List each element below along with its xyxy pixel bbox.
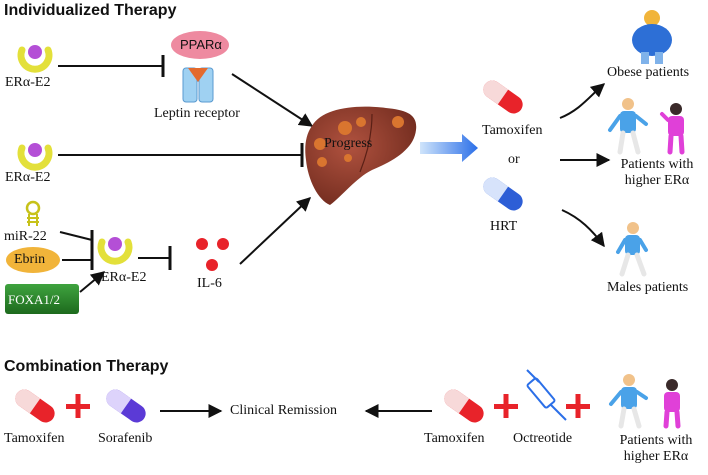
big-blue-arrow xyxy=(420,134,478,162)
era-e2-complex-icon-1 xyxy=(17,45,53,73)
patients-higher-era-icon-combo xyxy=(609,374,681,429)
label-or: or xyxy=(508,152,520,167)
label-patients-higher-era: Patients with higher ERα xyxy=(620,157,694,188)
mir22-icon xyxy=(25,200,41,226)
era-e2-complex-icon-3 xyxy=(97,237,133,265)
plus-icon-right-2 xyxy=(566,394,590,418)
patients-higher-era-icon xyxy=(608,98,685,155)
label-clinical-remission: Clinical Remission xyxy=(230,403,337,418)
heading-individualized-therapy: Individualized Therapy xyxy=(4,2,177,19)
hrt-capsule-icon xyxy=(483,177,523,211)
heading-combination-therapy: Combination Therapy xyxy=(4,358,169,375)
il6-molecules-icon xyxy=(196,238,229,271)
label-combo-tamoxifen-right: Tamoxifen xyxy=(424,431,485,446)
arrow-to-obese xyxy=(559,83,606,119)
label-era-e2-2: ERα-E2 xyxy=(5,170,51,185)
tamoxifen-capsule-icon xyxy=(483,80,523,114)
label-combo-patients-higher-era: Patients with higher ERα xyxy=(619,433,693,464)
label-foxa: FOXA1/2 xyxy=(8,292,61,307)
era-e2-complex-icon-2 xyxy=(17,143,53,171)
label-tamoxifen: Tamoxifen xyxy=(482,123,543,138)
label-males-patients: Males patients xyxy=(607,280,689,295)
sorafenib-capsule-icon xyxy=(106,389,146,423)
tamoxifen-capsule-icon-combo-right xyxy=(444,389,484,423)
obese-patient-icon xyxy=(632,10,672,64)
label-combo-tamoxifen-left: Tamoxifen xyxy=(4,431,65,446)
label-era-e2-1: ERα-E2 xyxy=(5,75,51,90)
label-ebrin: Ebrin xyxy=(14,252,46,267)
foxa-activation-arrow xyxy=(79,271,106,293)
label-mir22: miR-22 xyxy=(4,229,47,244)
leptin-receptor-icon xyxy=(182,67,214,103)
label-leptin-receptor: Leptin receptor xyxy=(154,106,240,121)
foxa-box xyxy=(5,284,79,314)
label-il6: IL-6 xyxy=(197,276,222,291)
arrow-to-males xyxy=(561,209,605,248)
ebrin-oval xyxy=(6,247,60,273)
label-combo-sorafenib: Sorafenib xyxy=(98,431,153,446)
label-combo-octreotide: Octreotide xyxy=(513,431,573,446)
label-hrt: HRT xyxy=(490,219,518,234)
arrow-receptor-to-liver xyxy=(231,73,314,127)
label-progress: Progress xyxy=(324,136,373,151)
tamoxifen-capsule-icon-combo-left xyxy=(15,389,55,423)
arrow-il6-to-liver xyxy=(239,197,312,265)
plus-icon-right-1 xyxy=(494,394,518,418)
ppara-pill xyxy=(171,31,229,59)
plus-icon-left xyxy=(66,394,90,418)
label-era-e2-3: ERα-E2 xyxy=(101,270,147,285)
liver-icon xyxy=(305,106,417,205)
octreotide-syringe-icon xyxy=(526,369,567,421)
label-obese-patients: Obese patients xyxy=(607,65,690,80)
mir22-inhibition-line xyxy=(59,231,93,241)
male-patient-icon xyxy=(616,222,648,277)
label-ppara: PPARα xyxy=(180,37,222,52)
